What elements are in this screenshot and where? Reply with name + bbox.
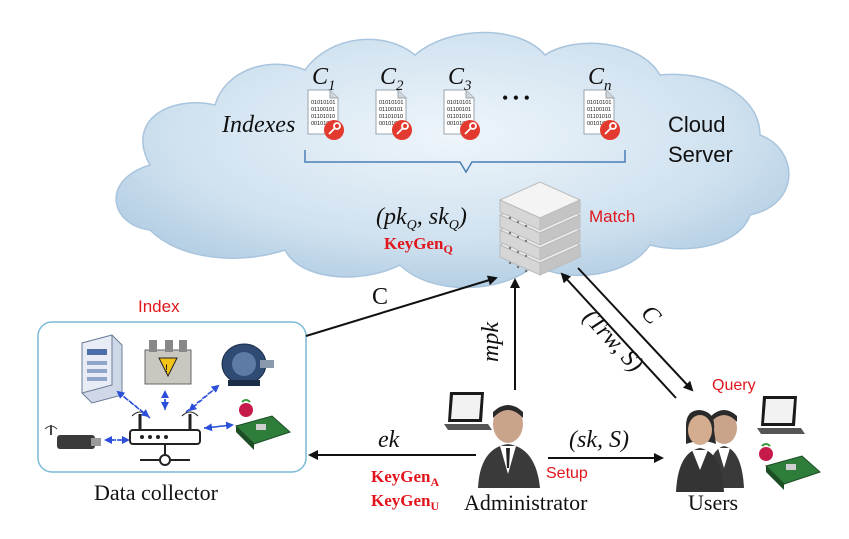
cloud-server-label-1: Cloud — [668, 112, 725, 137]
doc-bits: 01100101 — [311, 107, 335, 113]
doc-bits: 01100101 — [379, 107, 403, 113]
doc-label-cn: Cn — [588, 64, 612, 94]
keygen-q-label: KeyGenQ — [384, 234, 453, 256]
index-label: Index — [138, 297, 180, 316]
users-label: Users — [688, 490, 738, 515]
doc-bits: 00101011 — [379, 121, 403, 127]
router-icon — [129, 411, 201, 466]
users-avatar — [676, 410, 744, 492]
doc-label-c3: C3 — [448, 64, 472, 94]
server-icon — [498, 181, 582, 276]
key-icon — [392, 120, 412, 140]
doc-bits: 01010101 — [379, 100, 403, 106]
doc-bits: 01101010 — [379, 114, 403, 120]
indexes-label: Indexes — [221, 112, 295, 138]
svg-text:!: ! — [165, 363, 168, 375]
keygen-u-label: KeyGenU — [371, 491, 440, 513]
doc-c3: 01010101 01100101 01101010 00101011 — [443, 89, 480, 140]
doc-bits: 01101010 — [587, 114, 611, 120]
doc-bits: 01100101 — [447, 107, 471, 113]
raspberry-pi-icon-users — [759, 443, 821, 490]
laptop-icon-admin — [444, 392, 492, 430]
edge-label-mpk: mpk — [478, 322, 504, 362]
arrow-query-to-cloud — [560, 272, 677, 399]
doc-bits: 00101011 — [587, 121, 611, 127]
key-icon — [460, 120, 480, 140]
doc-bits: 00101011 — [311, 121, 335, 127]
edge-label-sk-s: (sk, S) — [569, 427, 629, 453]
match-label: Match — [589, 207, 635, 226]
doc-label-c1: C1 — [312, 64, 336, 94]
keypair-label: (pkQ, skQ) — [376, 204, 467, 233]
administrator-avatar — [478, 405, 540, 488]
doc-c2: 01010101 01100101 01101010 00101011 — [375, 89, 412, 140]
dashed-links — [104, 384, 234, 444]
doc-cn: 01010101 01100101 01101010 00101011 — [583, 89, 620, 140]
query-label: Query — [712, 377, 756, 394]
doc-c1: 01010101 01100101 01101010 00101011 — [307, 89, 344, 140]
arrow-c-to-users — [577, 267, 694, 392]
doc-bits: 01101010 — [447, 114, 471, 120]
data-collector-label: Data collector — [94, 480, 219, 505]
cloud-shape — [115, 31, 790, 289]
doc-bits: 01010101 — [587, 100, 611, 106]
doc-bits: 01100101 — [587, 107, 611, 113]
cloud-server-label-2: Server — [668, 142, 733, 167]
doc-label-c2: C2 — [380, 64, 404, 94]
doc-bits: 00101011 — [447, 121, 471, 127]
edge-label-ek: ek — [378, 427, 400, 453]
doc-bits: 01101010 — [311, 114, 335, 120]
key-icon — [324, 120, 344, 140]
transformer-icon: ! — [144, 340, 192, 385]
doc-bits: 01010101 — [311, 100, 335, 106]
raspberry-pi-icon — [235, 399, 291, 450]
motor-icon — [221, 343, 274, 386]
doc-bits: 01010101 — [447, 100, 471, 106]
keygen-a-label: KeyGenA — [371, 467, 440, 489]
key-icon — [600, 120, 620, 140]
laptop-icon-users — [757, 396, 805, 434]
setup-label: Setup — [546, 465, 588, 482]
sensor-icon — [44, 425, 101, 449]
meter-panel-icon — [81, 334, 123, 404]
ellipsis: • • • — [502, 88, 530, 108]
index-brace — [304, 150, 626, 174]
administrator-label: Administrator — [464, 490, 588, 515]
edge-label-c-users: C — [636, 300, 667, 330]
edge-label-c: C — [372, 284, 388, 310]
arrow-c-to-cloud — [305, 275, 498, 337]
